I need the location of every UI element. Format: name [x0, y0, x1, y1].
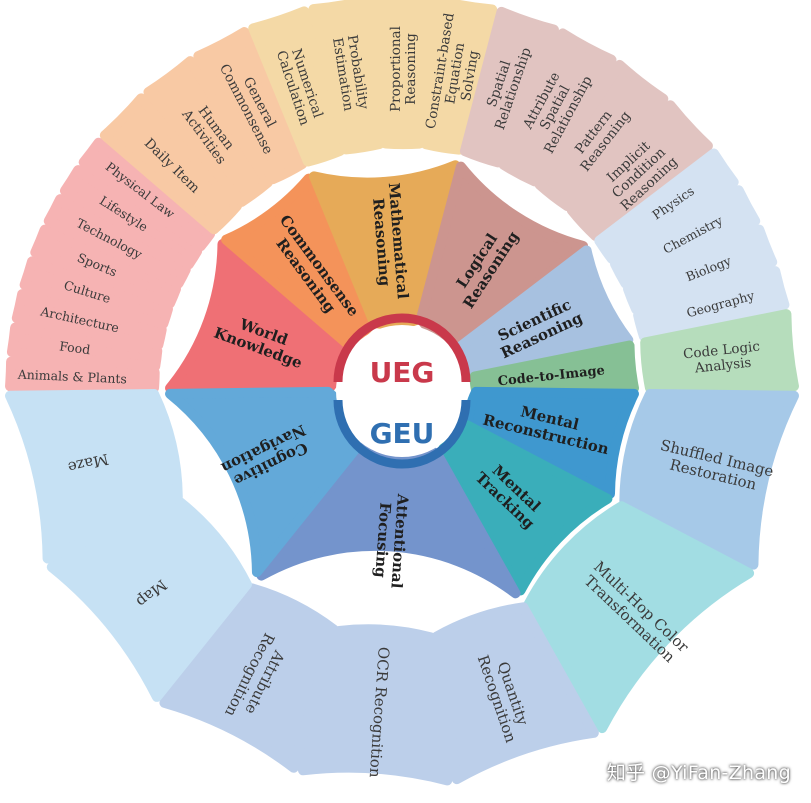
item-label-food-group: Food [58, 338, 91, 357]
outer-segment-maze [5, 389, 183, 564]
item-label-code-logic-analysis: Analysis [693, 355, 752, 377]
outer-segment-map [46, 497, 252, 702]
outer-segment-spatial-relationship [459, 6, 559, 168]
geu-arc [333, 399, 471, 469]
category-label-attentional-focusing: Focusing [371, 502, 394, 579]
item-label-code-logic-analysis: Code Logic [682, 339, 760, 363]
item-label-food: Food [58, 338, 91, 357]
center-hub: UEG GEU [333, 313, 471, 469]
outer-segment-physics [594, 148, 739, 264]
outer-segment-shuffled-image-restoration [619, 389, 799, 570]
outer-segment-daily-item [99, 93, 243, 235]
outer-segment-chemistry [610, 185, 761, 289]
outer-segment-probability-estimation [308, 0, 385, 155]
outer-segment-physical-law [78, 137, 216, 252]
outer-segment-attribute-spatial-relationship [498, 28, 617, 187]
inner-segment-mental-reconstruction [463, 386, 639, 499]
item-label-animals-plants: Animals & Plants [16, 367, 127, 387]
outer-segment-attribute-recognition [159, 583, 339, 773]
outer-segment-animals-plants [5, 356, 160, 393]
item-label-proportional-reasoning: Reasoning [403, 33, 419, 105]
outer-segment-food [6, 322, 163, 372]
geu-label: GEU [370, 417, 435, 450]
outer-segment-pattern-reasoning [534, 59, 669, 212]
outer-segment-constraint-based-equation-solving [420, 0, 498, 155]
outer-segment-general-commonsense [193, 27, 308, 185]
hub-disc [336, 325, 468, 457]
outer-segment-architecture [11, 289, 167, 350]
outer-segment-human-activities [143, 56, 274, 207]
outer-ring: Animals & PlantsFoodArchitectureCultureS… [5, 0, 799, 786]
outer-segment-numerical-calculation [248, 6, 346, 167]
outer-segment-technology [43, 194, 191, 289]
outer-segment-culture [19, 256, 173, 329]
ueg-label: UEG [370, 356, 435, 389]
outer-segment-sports [30, 224, 181, 309]
ueg-arc [333, 313, 471, 383]
watermark: 知乎 @YiFan-Zhang [606, 762, 791, 784]
outer-segment-quantity-recognition [431, 602, 599, 785]
outer-segment-ocr-recognition [297, 624, 453, 786]
inner-segment-mathematical-reasoning [308, 160, 461, 330]
outer-segment-geography [633, 266, 790, 342]
outer-segment-multi-hop-color-transformation [523, 501, 755, 734]
item-label-animals-plants-group: Animals & Plants [16, 367, 127, 387]
item-label-proportional-reasoning: Proportional [388, 26, 404, 112]
outer-segment-lifestyle [59, 165, 203, 270]
outer-segment-biology [623, 224, 778, 315]
outer-segment-proportional-reasoning [371, 0, 435, 150]
outer-segment-code-logic-analysis [640, 309, 799, 393]
outer-segment-implicit-condition-reasoning [566, 100, 713, 241]
